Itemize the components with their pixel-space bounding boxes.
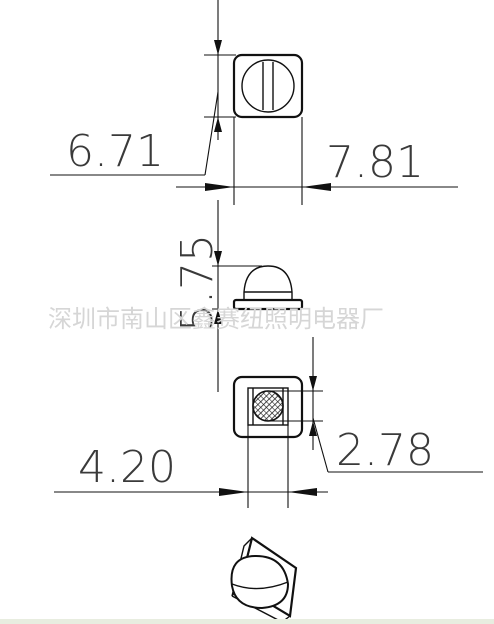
watermark-text: 深圳市南山区鑫赛纽照明电器厂 <box>48 305 384 333</box>
perspective-dome <box>230 554 290 610</box>
top-width-arrow-left <box>205 183 234 191</box>
top-width-label: 7.81 <box>326 137 424 188</box>
side-height-arrow-upper <box>214 251 222 266</box>
bottom-width-label: 4.20 <box>78 442 176 493</box>
top-width-arrow-right <box>302 183 331 191</box>
perspective-dome-seam <box>231 581 289 590</box>
bottom-view: 2.78 4.20 <box>54 337 483 508</box>
top-height-arrow-head-lower <box>214 117 222 132</box>
side-height-label: 5.75 <box>172 234 223 332</box>
top-height-leader <box>204 91 219 176</box>
lens-dim-leader <box>312 417 329 473</box>
bottom-view-pad <box>247 387 289 426</box>
side-view-dome <box>243 265 293 302</box>
bottom-view-lens-crosshatch <box>253 391 283 421</box>
lens-diameter-label: 2.78 <box>336 425 434 476</box>
bottom-width-arrow-left <box>219 488 248 496</box>
top-view: 6.71 7.81 <box>50 0 458 205</box>
top-height-label: 6.71 <box>66 126 164 177</box>
side-view: 5.75 <box>172 200 304 392</box>
perspective-view <box>230 536 298 623</box>
lens-dim-arrow-lower <box>309 421 317 436</box>
top-view-body <box>232 53 304 119</box>
top-height-arrow-head-upper <box>214 40 222 55</box>
bottom-width-arrow-right <box>288 488 317 496</box>
top-view-lens <box>241 59 295 113</box>
side-view-base <box>232 298 304 311</box>
side-height-arrow-lower <box>214 309 222 324</box>
lens-dim-arrow-upper <box>309 376 317 391</box>
bottom-band <box>0 619 494 624</box>
